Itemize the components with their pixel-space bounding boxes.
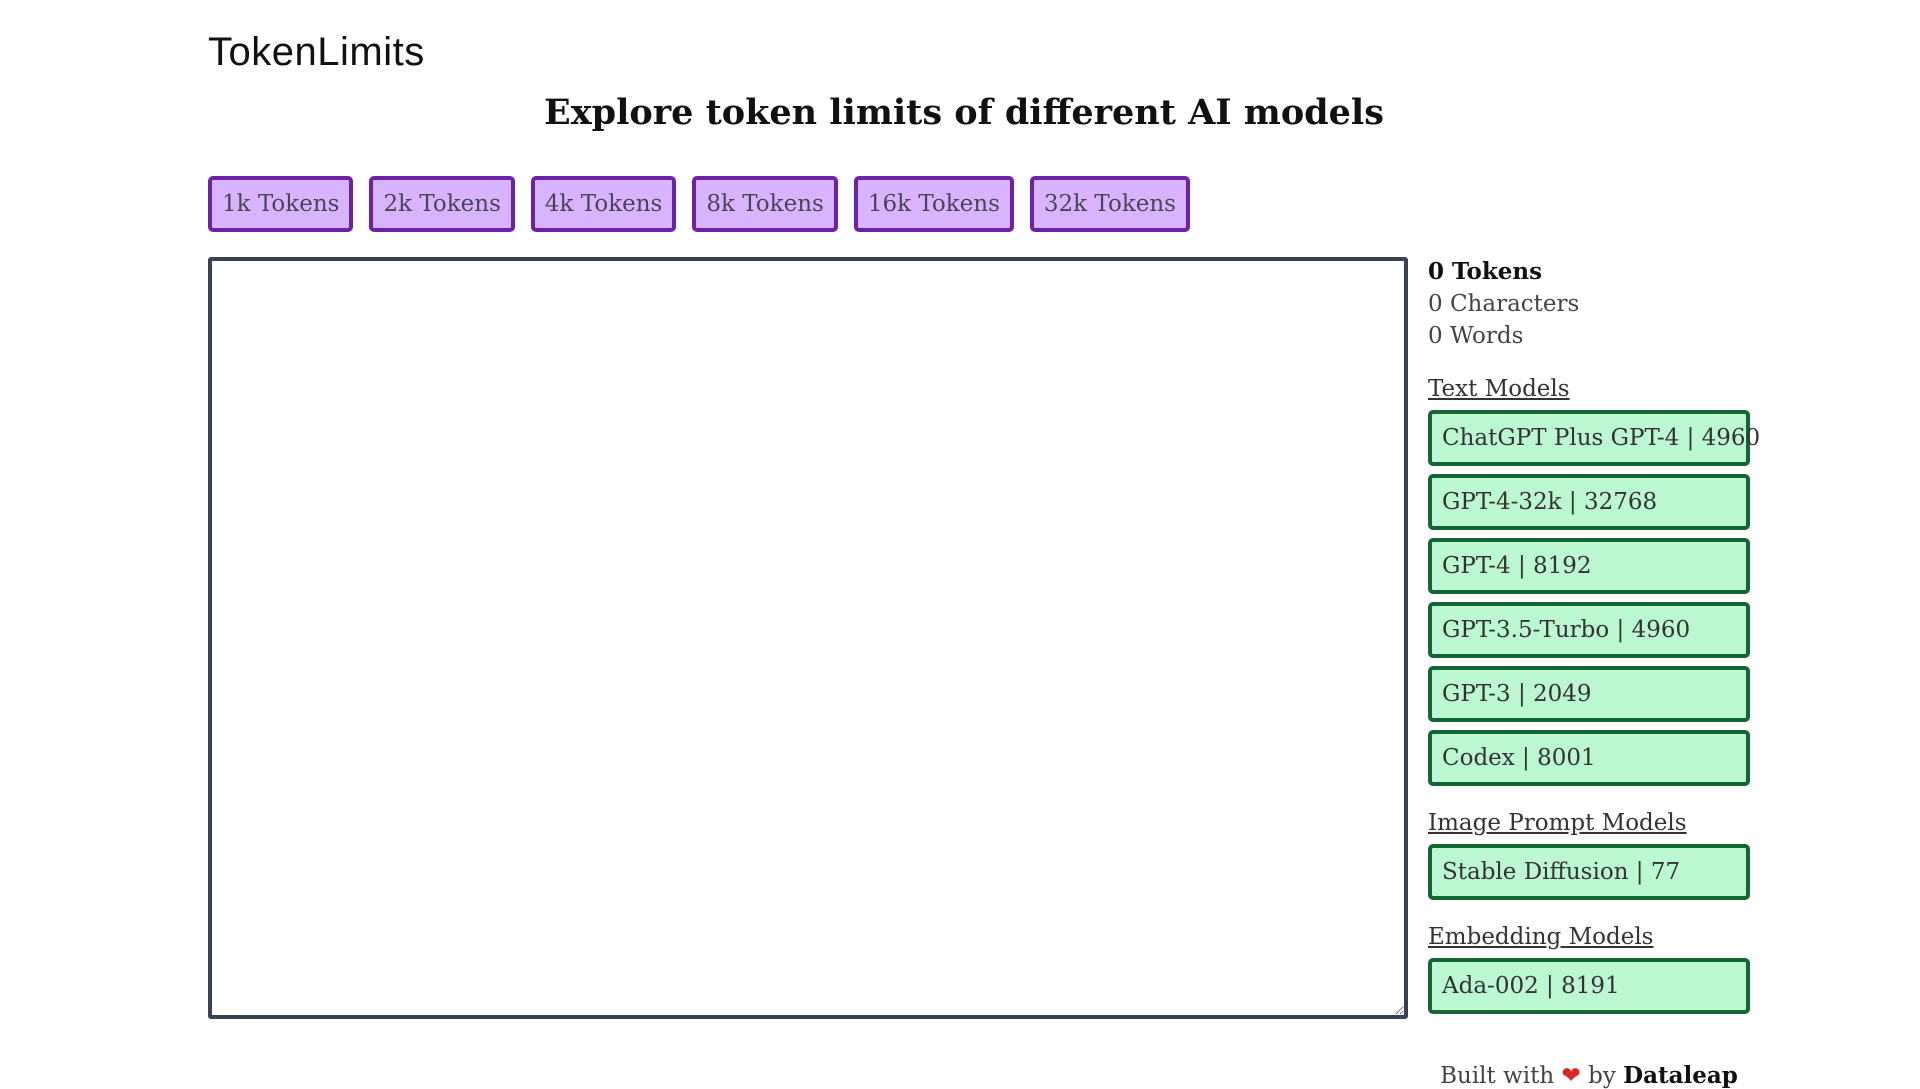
- token-preset-bar: 1k Tokens 2k Tokens 4k Tokens 8k Tokens …: [208, 176, 1190, 232]
- page-title: Explore token limits of different AI mod…: [544, 92, 1384, 133]
- model-button-chatgpt-plus-gpt4[interactable]: ChatGPT Plus GPT-4 | 4960: [1428, 410, 1760, 466]
- model-button-codex[interactable]: Codex | 8001: [1428, 730, 1750, 786]
- word-count: 0 Words: [1428, 323, 1524, 349]
- model-button-gpt4-32k[interactable]: GPT-4-32k | 32768: [1428, 474, 1750, 530]
- site-logo[interactable]: TokenLimits: [208, 30, 425, 74]
- model-button-stable-diffusion[interactable]: Stable Diffusion | 77: [1428, 844, 1750, 900]
- model-button-gpt4[interactable]: GPT-4 | 8192: [1428, 538, 1750, 594]
- token-count: 0 Tokens: [1428, 258, 1543, 285]
- preset-32k-button[interactable]: 32k Tokens: [1029, 176, 1190, 232]
- character-count: 0 Characters: [1428, 291, 1580, 317]
- image-models-list: Stable Diffusion | 77: [1428, 844, 1750, 900]
- preset-16k-button[interactable]: 16k Tokens: [853, 176, 1014, 232]
- footer-by: by: [1588, 1063, 1616, 1089]
- embedding-models-link[interactable]: Embedding Models: [1428, 924, 1654, 950]
- heart-icon: ❤: [1561, 1063, 1581, 1089]
- author-link[interactable]: Dataleap: [1623, 1062, 1738, 1089]
- model-button-ada-002[interactable]: Ada-002 | 8191: [1428, 958, 1750, 1014]
- footer-built-with: Built with: [1440, 1063, 1555, 1089]
- footer-credit: Built with ❤ by Dataleap: [1428, 1062, 1750, 1089]
- preset-4k-button[interactable]: 4k Tokens: [530, 176, 677, 232]
- text-models-link[interactable]: Text Models: [1428, 376, 1570, 402]
- stats-sidebar: 0 Tokens 0 Characters 0 Words Text Model…: [1428, 256, 1760, 1014]
- text-models-list: ChatGPT Plus GPT-4 | 4960 GPT-4-32k | 32…: [1428, 410, 1760, 786]
- model-button-gpt3[interactable]: GPT-3 | 2049: [1428, 666, 1750, 722]
- text-input-area[interactable]: [208, 257, 1408, 1019]
- preset-1k-button[interactable]: 1k Tokens: [208, 176, 354, 232]
- image-prompt-models-link[interactable]: Image Prompt Models: [1428, 810, 1687, 836]
- model-button-gpt35-turbo[interactable]: GPT-3.5-Turbo | 4960: [1428, 602, 1750, 658]
- preset-8k-button[interactable]: 8k Tokens: [692, 176, 838, 232]
- preset-2k-button[interactable]: 2k Tokens: [369, 176, 515, 232]
- embedding-models-list: Ada-002 | 8191: [1428, 958, 1750, 1014]
